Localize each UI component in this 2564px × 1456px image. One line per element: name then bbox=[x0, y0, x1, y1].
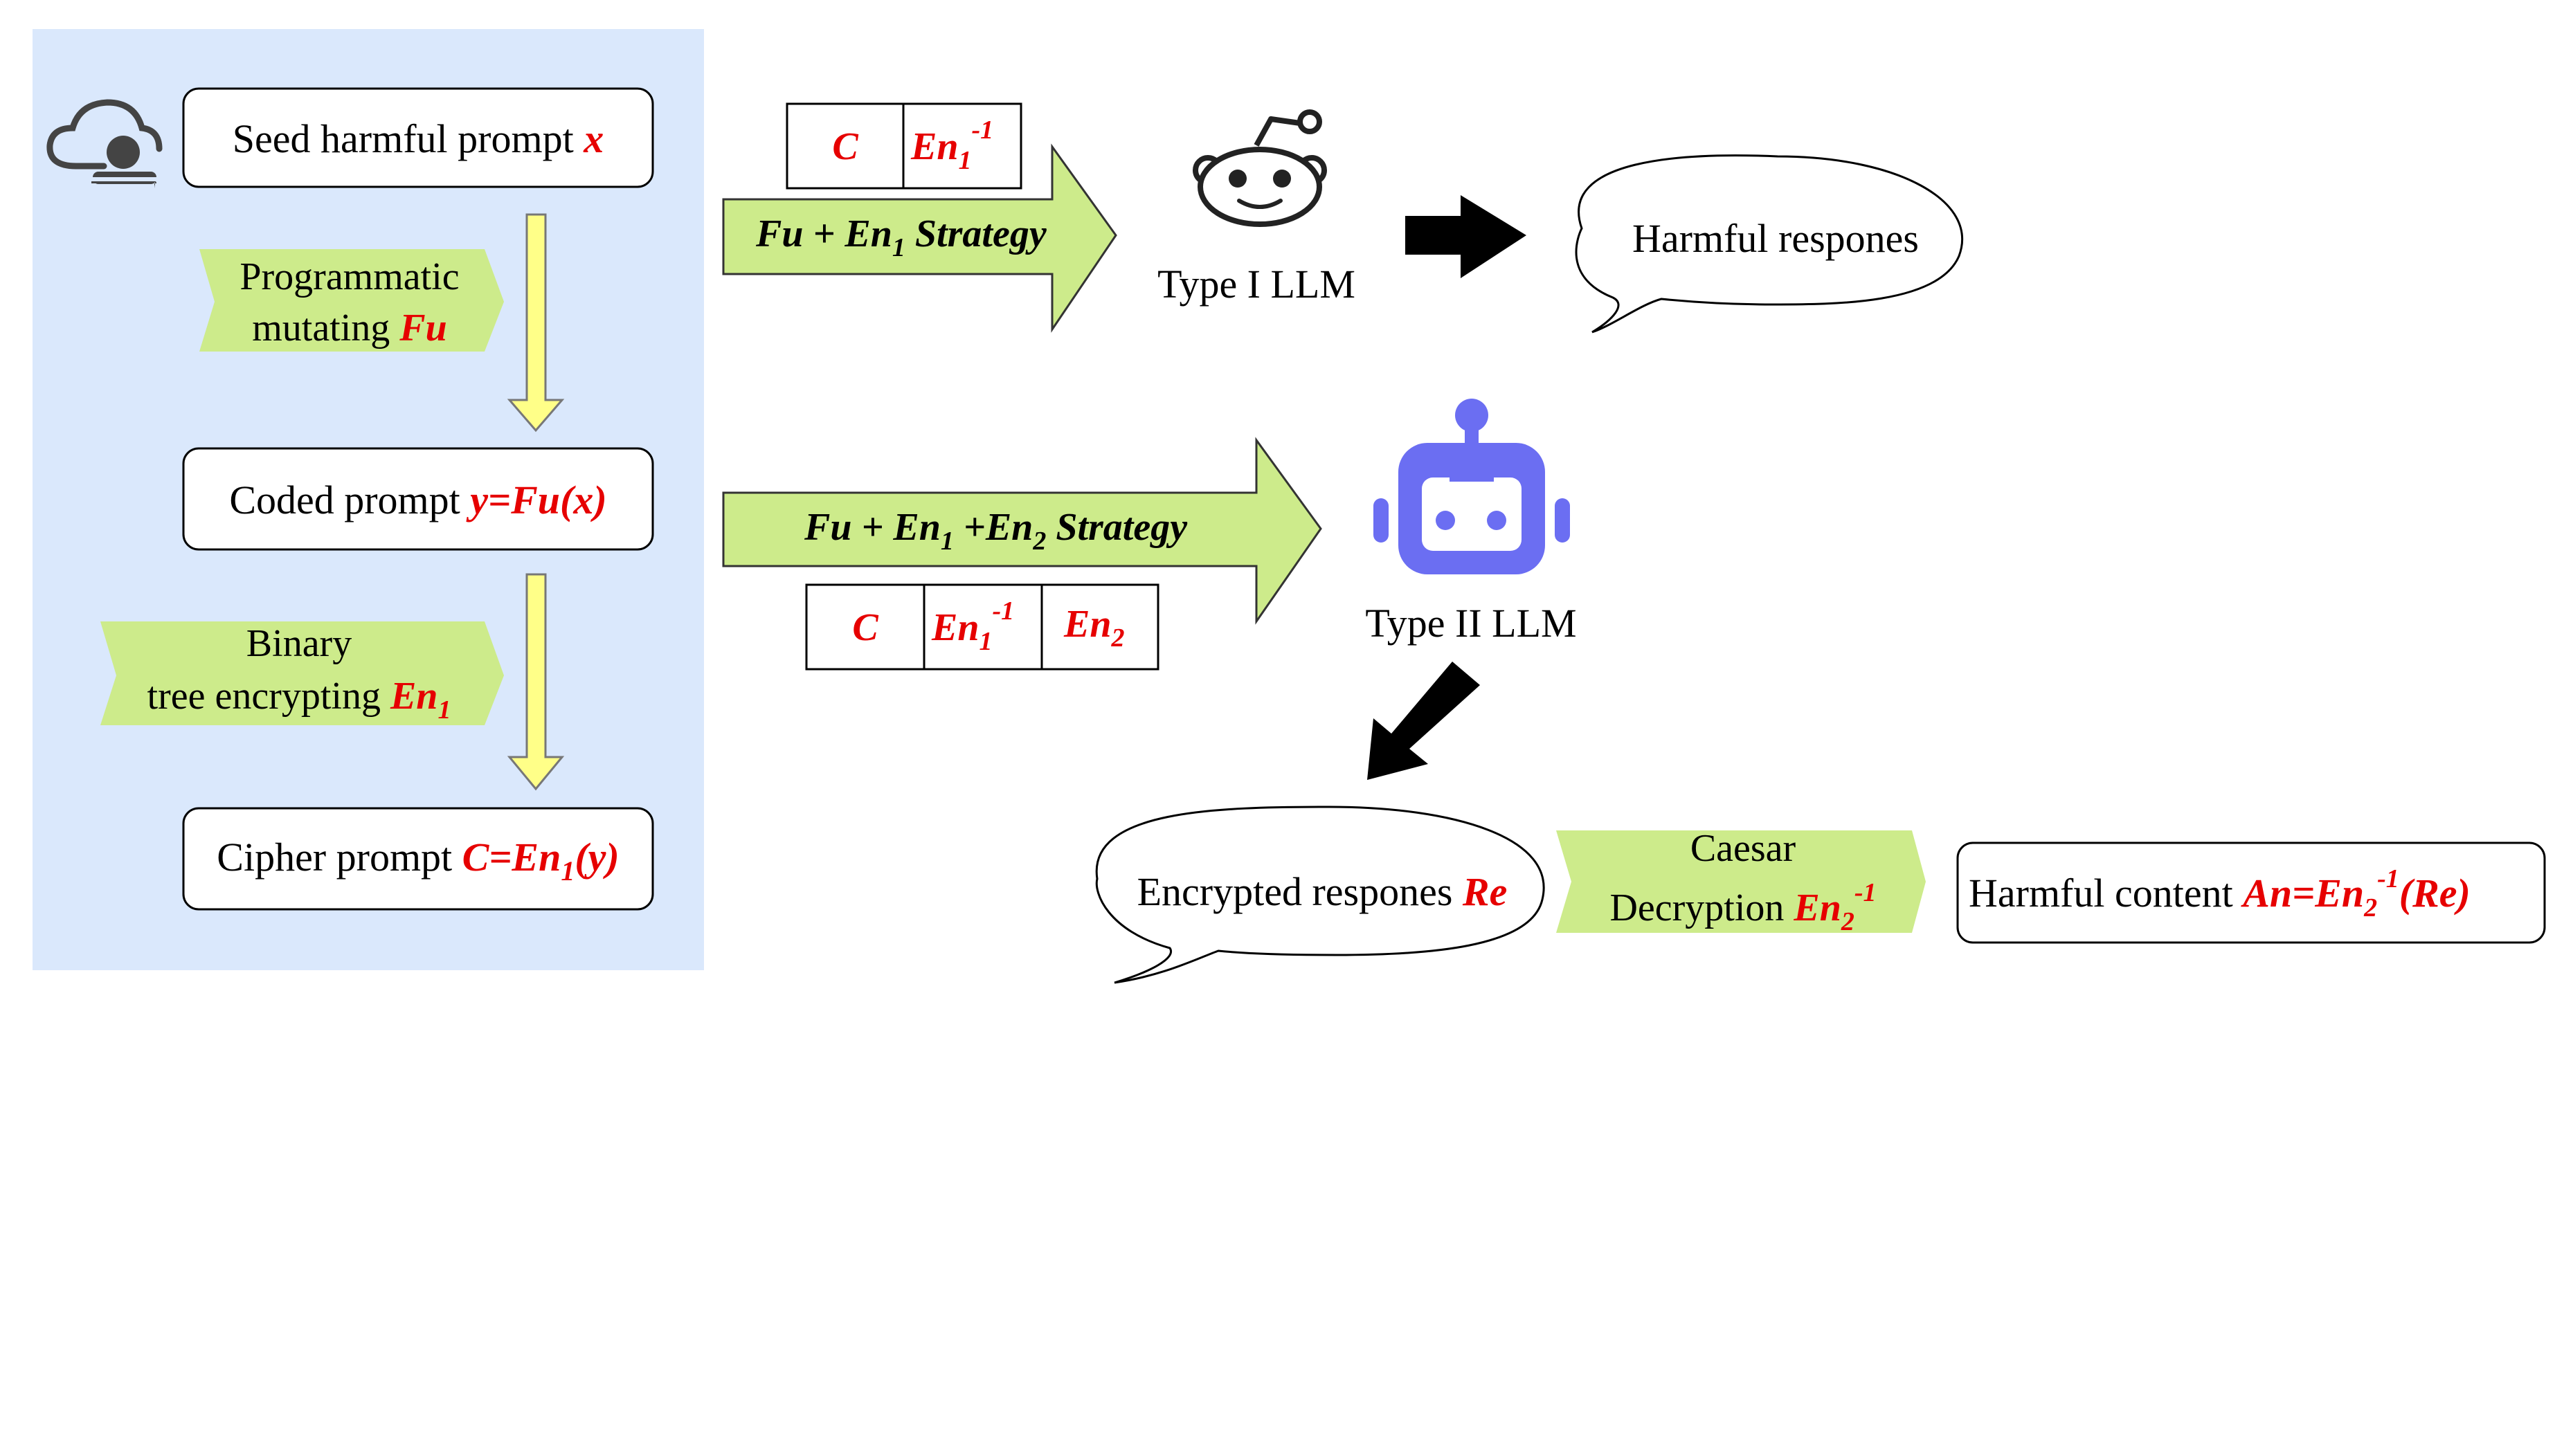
content-label: Harmful content bbox=[1969, 871, 2243, 916]
down-left-arrow bbox=[1367, 662, 1480, 780]
type2-llm-label: Type II LLM bbox=[1365, 601, 1576, 646]
content-sub: 2 bbox=[2363, 893, 2377, 922]
svg-text:En1-1: En1-1 bbox=[910, 116, 993, 175]
type2-key-en2: En bbox=[1063, 603, 1112, 646]
type2-key-inv-sup: -1 bbox=[993, 597, 1015, 626]
encrypted-speech-bubble: Encrypted respones Re bbox=[1095, 806, 1545, 984]
svg-text:En1-1: En1-1 bbox=[931, 597, 1014, 656]
binary-tree-tag: Binary tree encrypting En1 bbox=[100, 621, 504, 725]
caesar-sup: -1 bbox=[1854, 878, 1877, 907]
binary-line1: Binary bbox=[246, 622, 352, 665]
cipher-prompt-box: Cipher prompt C=En1(y) bbox=[182, 807, 654, 911]
type1-llm-label: Type I LLM bbox=[1157, 262, 1355, 307]
type1-key-table: C En1-1 bbox=[786, 102, 1022, 190]
mutating-tag: Programmatic mutating Fu bbox=[199, 249, 504, 352]
caesar-line1: Caesar bbox=[1690, 827, 1796, 870]
seed-prompt-box: Seed harmful prompt x bbox=[182, 87, 654, 188]
type2-strategy-sub1: 1 bbox=[941, 527, 954, 556]
svg-text:Cipher prompt C=En1(y): Cipher prompt C=En1(y) bbox=[217, 835, 619, 886]
type1-key-c: C bbox=[832, 125, 858, 168]
type2-strategy-sub2: 2 bbox=[1032, 527, 1046, 556]
cloud-user-icon bbox=[46, 99, 163, 188]
content-var-a: An=En bbox=[2241, 871, 2364, 916]
caesar-var: En bbox=[1793, 886, 1841, 929]
type2-key-inv: En bbox=[931, 606, 979, 649]
robot-icon bbox=[1373, 399, 1570, 574]
cipher-var-b: (y) bbox=[575, 835, 619, 880]
type2-strategy-arrow bbox=[722, 437, 1322, 625]
mutating-line2: mutating bbox=[252, 307, 399, 349]
svg-text:Coded prompt y=Fu(x): Coded prompt y=Fu(x) bbox=[229, 477, 606, 522]
type1-key-inv: En bbox=[910, 125, 959, 168]
seed-label: Seed harmful prompt bbox=[233, 116, 584, 161]
type2-key-table: C En1-1 En2 bbox=[805, 583, 1159, 671]
cipher-label: Cipher prompt bbox=[217, 835, 462, 880]
svg-text:Fu + En1 +En2 Strategy: Fu + En1 +En2 Strategy bbox=[804, 506, 1188, 556]
cipher-sub: 1 bbox=[561, 855, 575, 886]
type1-key-inv-sub: 1 bbox=[959, 146, 972, 175]
caesar-sub: 2 bbox=[1841, 907, 1854, 936]
svg-text:tree encrypting En1: tree encrypting En1 bbox=[147, 675, 451, 725]
svg-text:Harmful content An=En2-1(Re): Harmful content An=En2-1(Re) bbox=[1969, 864, 2471, 922]
type1-right-arrow bbox=[1405, 195, 1526, 278]
svg-text:En2: En2 bbox=[1063, 603, 1125, 653]
down-arrow-2 bbox=[507, 573, 565, 791]
coded-var: y=Fu(x) bbox=[466, 477, 606, 522]
type2-strategy-b: +En bbox=[954, 506, 1033, 549]
alien-bot-icon bbox=[1193, 109, 1327, 227]
svg-text:Fu + En1 Strategy: Fu + En1 Strategy bbox=[755, 212, 1047, 262]
content-sup: -1 bbox=[2377, 864, 2399, 893]
svg-text:Seed harmful prompt x: Seed harmful prompt x bbox=[233, 116, 604, 161]
cipher-var-a: C=En bbox=[462, 835, 561, 880]
binary-var: En bbox=[390, 675, 438, 718]
type1-key-inv-sup: -1 bbox=[972, 116, 994, 145]
mutating-var: Fu bbox=[399, 307, 447, 349]
svg-text:mutating Fu: mutating Fu bbox=[252, 307, 447, 349]
type1-strategy-arrow bbox=[722, 143, 1117, 333]
coded-label: Coded prompt bbox=[229, 477, 470, 522]
seed-var: x bbox=[583, 116, 604, 161]
type1-strategy-a: Fu + En bbox=[755, 212, 892, 255]
caesar-tag: Caesar Decryption En2-1 bbox=[1556, 827, 1926, 936]
binary-sub: 1 bbox=[437, 695, 451, 725]
caesar-line2: Decryption bbox=[1609, 886, 1794, 929]
svg-text:Encrypted respones Re: Encrypted respones Re bbox=[1137, 869, 1508, 914]
type2-key-c: C bbox=[852, 606, 878, 649]
type2-strategy-a: Fu + En bbox=[804, 506, 941, 549]
binary-line2: tree encrypting bbox=[147, 675, 390, 718]
type1-response: Harmful respones bbox=[1632, 216, 1919, 261]
type2-key-inv-sub: 1 bbox=[979, 627, 993, 656]
type2-strategy-c: Strategy bbox=[1046, 506, 1188, 549]
harmful-content-box: Harmful content An=En2-1(Re) bbox=[1956, 841, 2546, 944]
encrypted-label: Encrypted respones bbox=[1137, 869, 1463, 914]
type2-key-en2-sub: 2 bbox=[1111, 624, 1125, 653]
down-arrow-1 bbox=[507, 213, 565, 433]
content-var-b: (Re) bbox=[2399, 871, 2471, 916]
svg-text:Decryption En2-1: Decryption En2-1 bbox=[1609, 878, 1876, 936]
type1-speech-bubble: Harmful respones bbox=[1575, 154, 1964, 334]
mutating-line1: Programmatic bbox=[240, 255, 459, 298]
type1-strategy-b: Strategy bbox=[905, 212, 1047, 255]
type1-strategy-sub: 1 bbox=[892, 233, 905, 262]
coded-prompt-box: Coded prompt y=Fu(x) bbox=[182, 447, 654, 551]
encrypted-var: Re bbox=[1462, 869, 1507, 914]
